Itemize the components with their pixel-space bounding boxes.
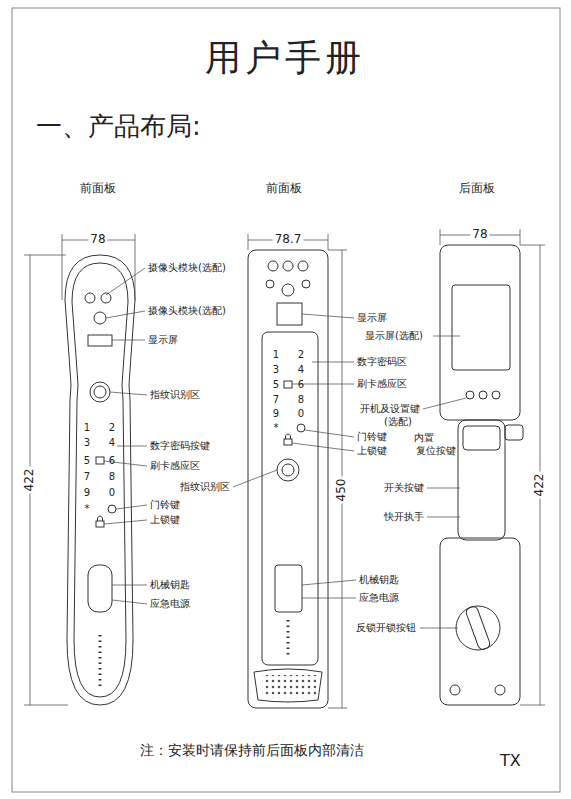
callout-label: 开机及设置键	[360, 403, 420, 415]
dimension-label: 422	[23, 467, 37, 494]
callout-label: 5	[273, 379, 279, 391]
callout-label: 0	[109, 487, 115, 499]
callout-label: 1	[273, 349, 279, 361]
callout-label: 8	[298, 394, 304, 406]
callout-label: 摄像头模块(选配)	[148, 262, 226, 274]
callout-label: 9	[273, 408, 279, 420]
dimension-label: 78	[470, 228, 489, 242]
callout-label: 上锁键	[357, 445, 387, 457]
front-panel-inner	[72, 263, 128, 697]
callout-label: 3	[84, 437, 90, 449]
callout-label: 7	[273, 394, 279, 406]
callout-label: 1	[84, 422, 90, 434]
callout-label: 反锁开锁按钮	[356, 622, 416, 634]
callout-label: 数字密码区	[357, 356, 407, 368]
callout-label: 7	[84, 471, 90, 483]
callout-label: 复位按键	[416, 445, 456, 457]
view-title: 前面板	[266, 182, 302, 196]
callout-label: 显示屏	[357, 312, 387, 324]
note-text: TX	[500, 752, 521, 770]
callout-label: (选配)	[384, 416, 412, 428]
callout-label: 2	[298, 349, 304, 361]
quick-handle	[458, 420, 505, 540]
callout-label: 4	[109, 437, 115, 449]
callout-label: 5	[84, 455, 90, 467]
dimension-label: 422	[533, 472, 547, 499]
callout-label: 机械钥匙	[150, 579, 190, 591]
callout-label: 8	[109, 471, 115, 483]
callout-label: 刷卡感应区	[150, 460, 200, 472]
callout-label: 显示屏	[148, 334, 178, 346]
callout-label: 4	[298, 364, 304, 376]
dimension-label: 78.7	[273, 233, 304, 247]
callout-label: 开关按键	[384, 482, 424, 494]
callout-label: 机械钥匙	[359, 574, 399, 586]
view-title: 后面板	[459, 182, 495, 196]
callout-label: 门铃键	[150, 499, 180, 511]
callout-label: *	[85, 503, 90, 515]
callout-label: 应急电源	[359, 592, 399, 604]
callout-label: 指纹识别区	[150, 389, 200, 401]
note-text: 注：安装时请保持前后面板内部清洁	[140, 742, 364, 758]
front-panel-outline	[65, 255, 135, 705]
page-frame	[12, 8, 560, 792]
callout-label: 9	[84, 487, 90, 499]
dimension-label: 78	[88, 233, 107, 247]
callout-label: 摄像头模块(选配)	[148, 305, 226, 317]
rear-panel-outline	[440, 245, 520, 420]
callout-label: 指纹识别区	[180, 481, 230, 493]
callout-label: 上锁键	[150, 514, 180, 526]
callout-label: 0	[298, 408, 304, 420]
callout-label: 2	[109, 422, 115, 434]
callout-label: 显示屏(选配)	[365, 330, 423, 342]
dimension-label: 450	[335, 477, 349, 504]
page-title: 用户手册	[205, 37, 365, 78]
callout-label: 刷卡感应区	[357, 378, 407, 390]
callout-label: *	[274, 422, 279, 434]
callout-label: 6	[298, 379, 304, 391]
section-heading: 一、产品布局:	[36, 112, 201, 142]
callout-label: 应急电源	[150, 598, 190, 610]
callout-label: 3	[273, 364, 279, 376]
callout-label: 门铃键	[357, 431, 387, 443]
callout-label: 快开执手	[384, 511, 424, 523]
leader-lines	[104, 268, 466, 628]
front-panel-outline	[248, 250, 328, 708]
callout-label: 内置	[414, 432, 434, 444]
callout-label: 6	[109, 455, 115, 467]
callout-label: 数字密码按键	[150, 440, 210, 452]
view-title: 前面板	[80, 182, 116, 196]
